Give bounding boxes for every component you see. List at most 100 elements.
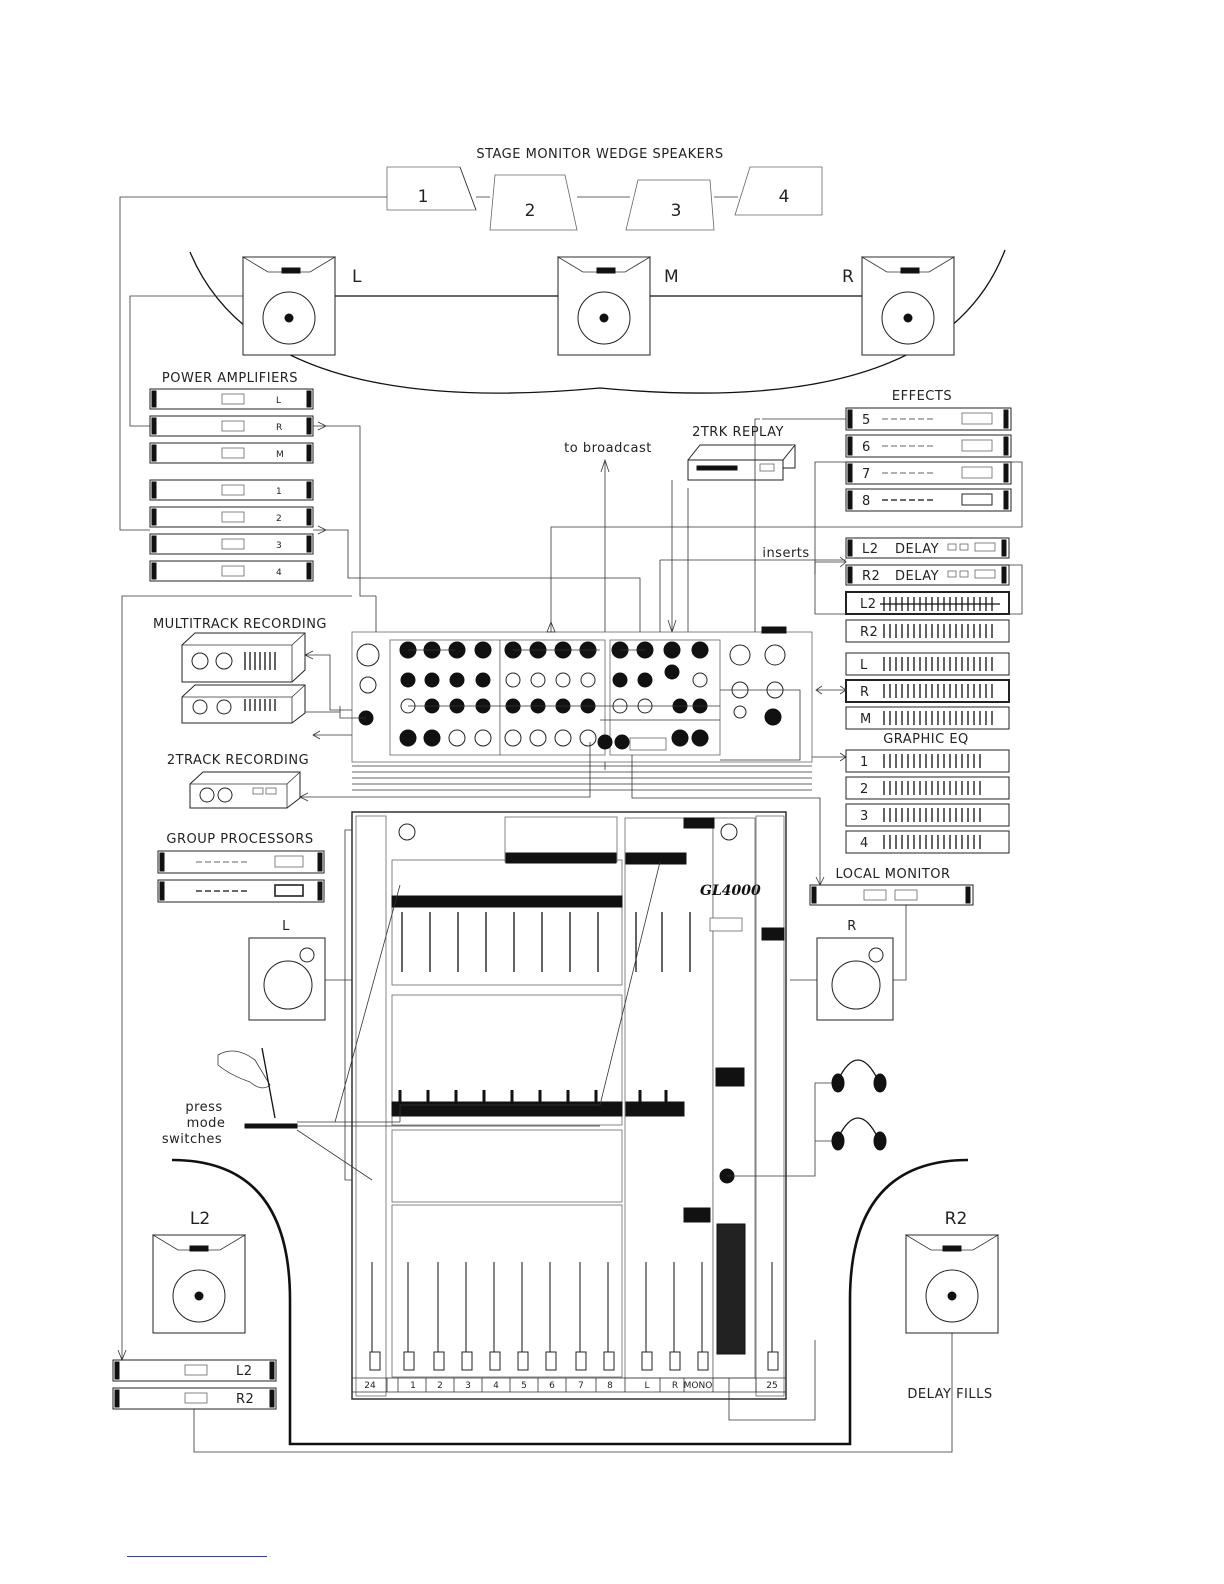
main-mono-label: M — [664, 267, 679, 287]
twotrack-recorder — [189, 771, 301, 809]
delay-fills-label: DELAY FILLS — [907, 1387, 992, 1402]
console-logo: GL4000 — [700, 883, 761, 899]
wedge-speaker-1: 1 — [386, 166, 477, 211]
group-processor-1 — [157, 850, 325, 874]
svg-text:DELAY: DELAY — [895, 569, 939, 584]
wedge-2-label: 2 — [525, 201, 536, 221]
headphones-2 — [831, 1117, 887, 1151]
svg-text:L: L — [282, 919, 290, 934]
svg-text:R: R — [276, 423, 282, 433]
channel-number-5: 5 — [521, 1381, 527, 1391]
main-left-label: L — [352, 267, 362, 287]
replay-title: 2TRK REPLAY — [692, 425, 784, 440]
effects-unit-8: 8 — [845, 488, 1012, 512]
multitrack-title: MULTITRACK RECORDING — [153, 617, 327, 632]
eq-unit-r2: R2 — [845, 619, 1010, 643]
svg-text:8: 8 — [862, 494, 871, 509]
svg-text:5: 5 — [862, 413, 871, 428]
rear-connector-panel — [351, 626, 813, 791]
channel-number-2: 2 — [437, 1381, 443, 1391]
effects-title: EFFECTS — [892, 389, 952, 404]
svg-text:3: 3 — [860, 809, 869, 824]
delay-unit-r2: R2 DELAY — [845, 564, 1010, 586]
broadcast-label: to broadcast — [564, 441, 652, 456]
graphic-eq-title: GRAPHIC EQ — [883, 732, 969, 747]
effects-unit-7: 7 — [845, 461, 1012, 485]
eq-unit-m: M — [845, 706, 1010, 730]
channel-number-7: 7 — [578, 1381, 584, 1391]
channel-number-6: 6 — [549, 1381, 555, 1391]
channel-number-8: 8 — [607, 1381, 613, 1391]
eq-unit-r: R — [845, 679, 1010, 703]
wedge-4-label: 4 — [779, 187, 790, 207]
eq-unit-l2: L2 — [845, 591, 1010, 615]
graphic-eq-4: 4 — [845, 830, 1010, 854]
channel-number-4: 4 — [493, 1381, 499, 1391]
svg-text:6: 6 — [862, 440, 871, 455]
svg-text:R2: R2 — [862, 569, 880, 584]
two-track-replay-deck — [687, 444, 796, 481]
svg-text:4: 4 — [860, 836, 869, 851]
power-amp-2: 2 — [149, 506, 314, 528]
delay-amp-l2: L2 — [112, 1359, 277, 1382]
svg-text:2: 2 — [860, 782, 869, 797]
svg-text:M: M — [860, 712, 872, 727]
power-amp-r: R — [149, 415, 314, 437]
multitrack-recorder-1 — [181, 632, 306, 683]
fill-speaker-r2 — [904, 1234, 1000, 1334]
svg-text:L2: L2 — [862, 542, 879, 557]
graphic-eq-1: 1 — [845, 749, 1010, 773]
svg-text:L: L — [860, 658, 868, 673]
svg-text:1: 1 — [276, 487, 282, 497]
power-amp-3: 3 — [149, 533, 314, 555]
main-speaker-left: L — [241, 256, 362, 356]
local-monitor-title: LOCAL MONITOR — [835, 867, 950, 882]
channel-number-r: R — [672, 1381, 678, 1391]
local-monitor-unit — [809, 884, 974, 906]
wedge-title: STAGE MONITOR WEDGE SPEAKERS — [476, 147, 723, 162]
power-amps-title: POWER AMPLIFIERS — [162, 371, 298, 386]
graphic-eq-2: 2 — [845, 776, 1010, 800]
power-amp-m: M — [149, 442, 314, 464]
main-right-label: R — [842, 267, 854, 287]
svg-text:DELAY: DELAY — [895, 542, 939, 557]
headphones-1 — [831, 1059, 887, 1093]
delay-amp-r2: R2 — [112, 1387, 277, 1410]
wedge-speaker-3: 3 — [625, 179, 715, 231]
wedge-1-label: 1 — [418, 187, 429, 207]
wedge-3-label: 3 — [671, 201, 682, 221]
svg-text:7: 7 — [862, 467, 871, 482]
nearfield-monitor-left: L — [248, 919, 326, 1021]
channel-number-l: L — [644, 1381, 649, 1391]
svg-text:1: 1 — [860, 755, 869, 770]
fill-speaker-l2 — [151, 1234, 247, 1334]
main-speaker-right: R — [842, 256, 956, 356]
group-processors-title: GROUP PROCESSORS — [166, 832, 313, 847]
channel-number-25: 25 — [766, 1381, 777, 1391]
graphic-eq-3: 3 — [845, 803, 1010, 827]
fill-speaker-r2-label: R2 — [945, 1209, 968, 1229]
svg-text:3: 3 — [276, 541, 282, 551]
eq-unit-l: L — [845, 652, 1010, 676]
delay-unit-l2: L2 DELAY — [845, 537, 1010, 559]
channel-number-mono: MONO — [684, 1381, 713, 1391]
group-processor-2 — [157, 879, 325, 903]
power-amp-4: 4 — [149, 560, 314, 582]
svg-text:L: L — [276, 396, 281, 406]
fill-speaker-l2-label: L2 — [190, 1209, 210, 1229]
channel-number-24: 24 — [364, 1381, 376, 1391]
svg-text:M: M — [276, 450, 284, 460]
nearfield-monitor-right: R — [816, 919, 894, 1021]
channel-number-3: 3 — [465, 1381, 471, 1391]
wedge-speaker-4: 4 — [734, 166, 823, 216]
twotrack-title: 2TRACK RECORDING — [167, 753, 309, 768]
press-note-line-1: press — [185, 1100, 222, 1115]
inserts-label-top: inserts — [762, 546, 809, 561]
multitrack-recorder-2 — [181, 684, 306, 724]
footer-link-underline[interactable] — [127, 1556, 267, 1557]
effects-unit-6: 6 — [845, 434, 1012, 458]
svg-text:R: R — [860, 685, 870, 700]
channel-number-1: 1 — [410, 1381, 416, 1391]
svg-text:4: 4 — [276, 568, 282, 578]
